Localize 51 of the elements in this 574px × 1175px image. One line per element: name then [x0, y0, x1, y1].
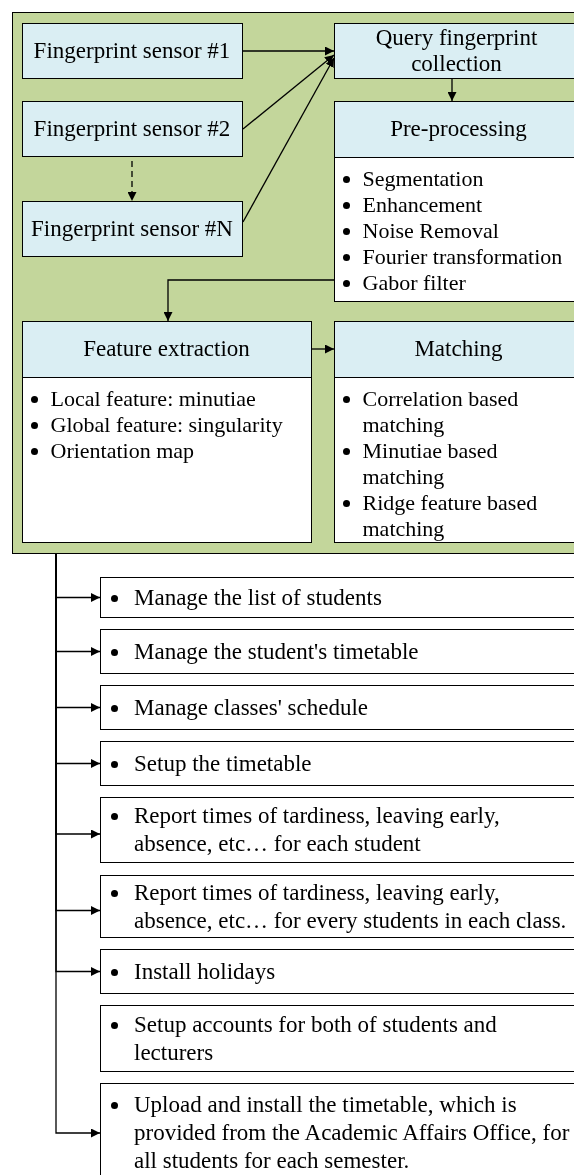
arrow [242, 57, 335, 223]
bullet-text: Global feature: singularity [50, 411, 283, 438]
header-title: Matching [413, 336, 504, 362]
box-label: Fingerprint sensor #N [30, 215, 234, 242]
process-box [21, 200, 243, 257]
function-box [100, 741, 574, 786]
process-box [21, 320, 312, 543]
arrow [447, 78, 457, 102]
box-label: Fingerprint sensor #2 [32, 115, 232, 142]
function-box [100, 1083, 574, 1175]
bullet-text: Ridge feature based matching [362, 489, 539, 542]
function-box [100, 875, 574, 938]
process-box [333, 320, 574, 543]
container-panel [12, 12, 574, 554]
bullet-text: Orientation map [50, 437, 195, 464]
bullet-text: Report times of tardiness, leaving early, absence, etc… for each student [134, 802, 501, 858]
arrow [242, 46, 335, 56]
bullet-text: Setup the timetable [134, 749, 312, 778]
bullet-text: Segmentation [362, 165, 484, 192]
header-title: Feature extraction [82, 336, 251, 362]
function-box [100, 629, 574, 674]
header-title: Pre-processing [389, 116, 528, 142]
bullet-text: Noise Removal [362, 217, 499, 244]
arrow [242, 54, 335, 130]
bullet-text: Manage the list of students [134, 583, 382, 612]
bullet-text: Install holidays [134, 957, 276, 986]
bullet-text: Fourier transformation [362, 243, 563, 270]
process-box [333, 22, 574, 79]
bullet-text: Report times of tardiness, leaving early, absence, etc… for every students in each class. [134, 878, 568, 935]
bullet-text: Correlation based matching [362, 385, 520, 438]
arrow [163, 279, 335, 322]
box-label: Fingerprint sensor #1 [32, 37, 232, 64]
process-box [333, 100, 574, 302]
bullet-text: Setup accounts for both of students and lecturers [134, 1010, 498, 1067]
process-box [21, 22, 243, 79]
arrow [127, 160, 137, 202]
function-box [100, 1005, 574, 1072]
bullet-text: Enhancement [362, 191, 483, 218]
box-label: Query fingerprint collection [374, 24, 539, 77]
function-box [100, 949, 574, 994]
bullet-text: Manage classes' schedule [134, 693, 369, 722]
function-box [100, 685, 574, 730]
bullet-text: Minutiae based matching [362, 437, 499, 490]
bullet-text: Gabor filter [362, 269, 466, 296]
process-box [21, 100, 243, 157]
bullet-text: Local feature: minutiae [50, 385, 256, 412]
function-box [100, 577, 574, 618]
bullet-text: Manage the student's timetable [134, 637, 419, 666]
bullet-text: Upload and install the timetable, which is provided from the Academic Affairs Office, for all students for each semester. [134, 1091, 571, 1175]
function-box [100, 797, 574, 863]
arrow [311, 344, 335, 354]
